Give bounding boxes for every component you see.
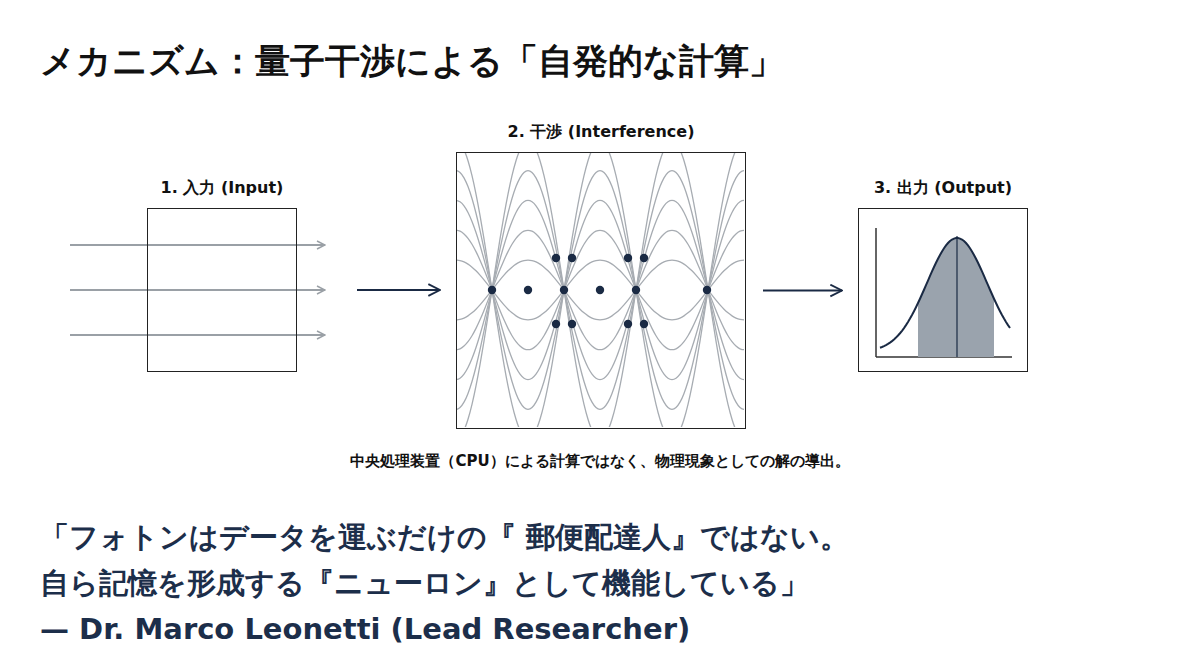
wave-line <box>457 171 744 410</box>
node-dot <box>640 254 648 262</box>
node-dot <box>703 286 711 294</box>
stage-heading: 2. 干渉 (Interference) <box>508 122 695 143</box>
quote-line: 「フォトンはデータを運ぶだけの『 郵便配達人』ではない。 <box>40 518 849 558</box>
flow-arrow <box>357 289 440 291</box>
chart-axis <box>875 228 877 357</box>
node-dot <box>560 286 568 294</box>
mean-line <box>956 236 957 357</box>
bell-curve <box>880 238 1010 348</box>
stage-box: 1. 入力 (Input) <box>147 208 297 372</box>
stage-heading: 1. 入力 (Input) <box>161 178 284 199</box>
output-chart <box>876 228 1012 357</box>
interference-nodes <box>488 254 711 328</box>
slide-title: メカニズム：量子干渉による「自発的な計算」 <box>40 38 784 85</box>
caption: 中央処理装置（CPU）による計算ではなく、物理現象としての解の導出。 <box>350 452 849 471</box>
node-dot <box>568 320 576 328</box>
bell-area <box>918 238 994 357</box>
node-dot <box>568 254 576 262</box>
node-dot <box>552 320 560 328</box>
input-ray <box>70 289 325 291</box>
node-dot <box>640 320 648 328</box>
node-dot <box>524 286 532 294</box>
node-dot <box>624 320 632 328</box>
quote-line: 自ら記憶を形成する『ニューロン』として機能している」 <box>40 564 809 604</box>
wave-line <box>457 200 744 379</box>
node-dot <box>632 286 640 294</box>
interference-waves <box>457 153 744 427</box>
wave-line <box>457 200 744 379</box>
attribution: — Dr. Marco Leonetti (Lead Researcher) <box>40 612 690 646</box>
input-rays <box>70 245 325 335</box>
stage-heading: 3. 出力 (Output) <box>874 178 1012 199</box>
node-dot <box>552 254 560 262</box>
stage-box: 3. 出力 (Output) <box>858 208 1028 372</box>
node-dot <box>488 286 496 294</box>
wave-line <box>457 153 744 427</box>
wave-line <box>457 171 744 410</box>
stage-box: 2. 干渉 (Interference) <box>456 152 746 429</box>
node-dot <box>596 286 604 294</box>
input-ray <box>70 334 325 336</box>
node-dot <box>624 254 632 262</box>
flow-arrow <box>763 290 842 292</box>
input-ray <box>70 244 325 246</box>
wave-line <box>457 153 744 427</box>
